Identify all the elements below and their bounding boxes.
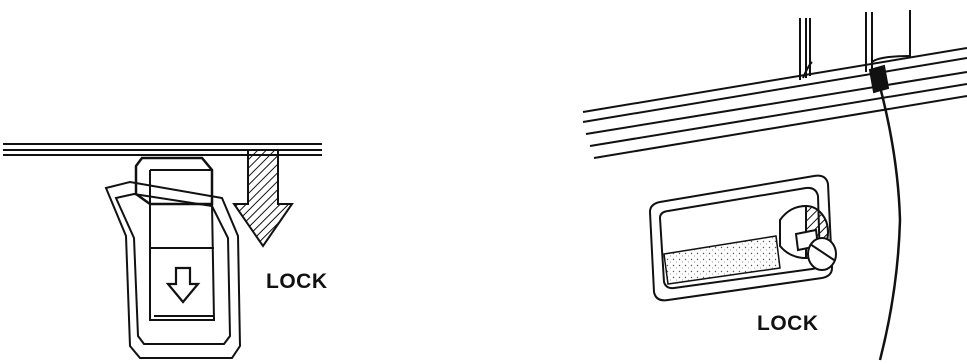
- lock-switch-knob[interactable]: [136, 158, 212, 204]
- hatched-arrow-down-icon: [234, 150, 292, 246]
- door-edge-line: [876, 72, 900, 360]
- right-panel-illustration: [583, 10, 967, 360]
- lock-switch-body: [150, 204, 214, 320]
- left-panel-illustration: [3, 144, 322, 358]
- left-lock-label: LOCK: [266, 270, 328, 294]
- door-belt-rail: [583, 48, 967, 158]
- switch-bezel: [106, 182, 240, 358]
- arrow-down-icon: [168, 268, 198, 302]
- right-lock-label: LOCK: [757, 312, 819, 336]
